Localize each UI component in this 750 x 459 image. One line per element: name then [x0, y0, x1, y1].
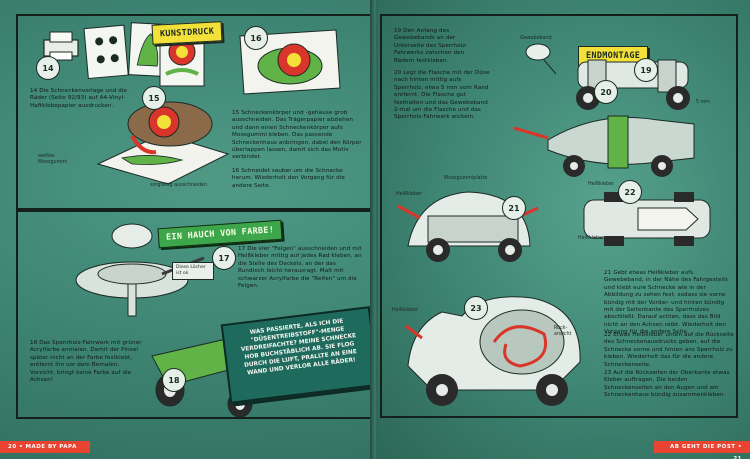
step-16-text: 16 Schneidet sauber um die Schnecke heru… [232, 168, 345, 189]
step-22-text: 22 Etwas Heißkleber unten auf die Rückse… [604, 332, 734, 368]
step-19-text: 19 Den Anfang des Gewebebands an der Unt… [394, 28, 468, 64]
label-heisskleber-a: Heißkleber [396, 192, 422, 197]
label-heisskleber-c: Heißkleber [578, 236, 604, 241]
left-footer: 20 • MADE BY PAPA [0, 441, 90, 453]
step-21-text: 21 Gebt etwas Heißkleber aufs Gewebeband… [604, 270, 728, 336]
step-14-text: 14 Die Schneckenvorlage und die Räder (S… [30, 88, 128, 109]
label-heisskleber-b: Heißkleber [588, 182, 614, 187]
step-23-number: 23 [464, 296, 488, 320]
label-gewebeband: Gewebeband [520, 36, 552, 41]
step-21-number: 21 [502, 196, 526, 220]
step-16-number: 16 [244, 26, 268, 50]
right-footer: AB GEHT DIE POST • 21 [654, 441, 750, 459]
snail-foam-illustration [96, 101, 230, 185]
step-18-text: 18 Das Spenrholz-Fahrwerk mit grüner Acr… [30, 340, 142, 384]
note-loecher: Diese Löcher ist ok [172, 262, 214, 280]
step-19-number: 19 [634, 58, 658, 82]
label-moosgummiplatte: Moosgummiplatte [444, 176, 488, 181]
step-17-number: 17 [212, 246, 236, 270]
bottle-tape-illustration [513, 43, 695, 177]
step-15-number: 15 [142, 86, 166, 110]
kunstdruck-badge: KUNSTDRUCK [151, 21, 223, 45]
snail-cutout-illustration [239, 29, 341, 95]
step-18-number: 18 [162, 368, 186, 392]
step-20-text: 20 Legt die Flasche mit der Düse nach hi… [394, 70, 490, 121]
chassis-topview-illustration [583, 192, 711, 246]
right-panel-frame [380, 14, 738, 418]
right-page: 19 Den Anfang des Gewebebands an der Unt… [378, 0, 750, 459]
printer-illustration [43, 31, 79, 61]
step-20-number: 20 [594, 80, 618, 104]
book-gutter [370, 0, 380, 459]
step-17-text: 17 Die vier "Felgen" ausschneiden und mi… [238, 246, 362, 290]
label-5mm: 5 mm [696, 100, 710, 105]
step-22-number: 22 [618, 180, 642, 204]
step-23-text: 23 Auf die Rückseiten der Oberkante etwa… [604, 370, 730, 399]
step-14-number: 14 [36, 56, 60, 80]
label-weisses-moosgummi: weißes Moosgummi [38, 154, 68, 165]
snail-body-assembly-illustration [397, 191, 539, 262]
left-page: KUNSTDRUCK 14 14 Die Schneckenvorlage un… [0, 0, 374, 459]
label-rueckansicht: Rück-ansicht [554, 326, 572, 337]
finished-snail-car-illustration [405, 296, 581, 406]
label-sorgfaeltig-ausschneiden: sorgfältig ausschneiden [150, 183, 208, 188]
wheel-painting-illustration [75, 223, 205, 317]
label-heisskleber-d: Heißkleber [392, 308, 418, 313]
step-15-text: 15 Schneckenkörper und -gehäuse grob aus… [232, 110, 362, 161]
